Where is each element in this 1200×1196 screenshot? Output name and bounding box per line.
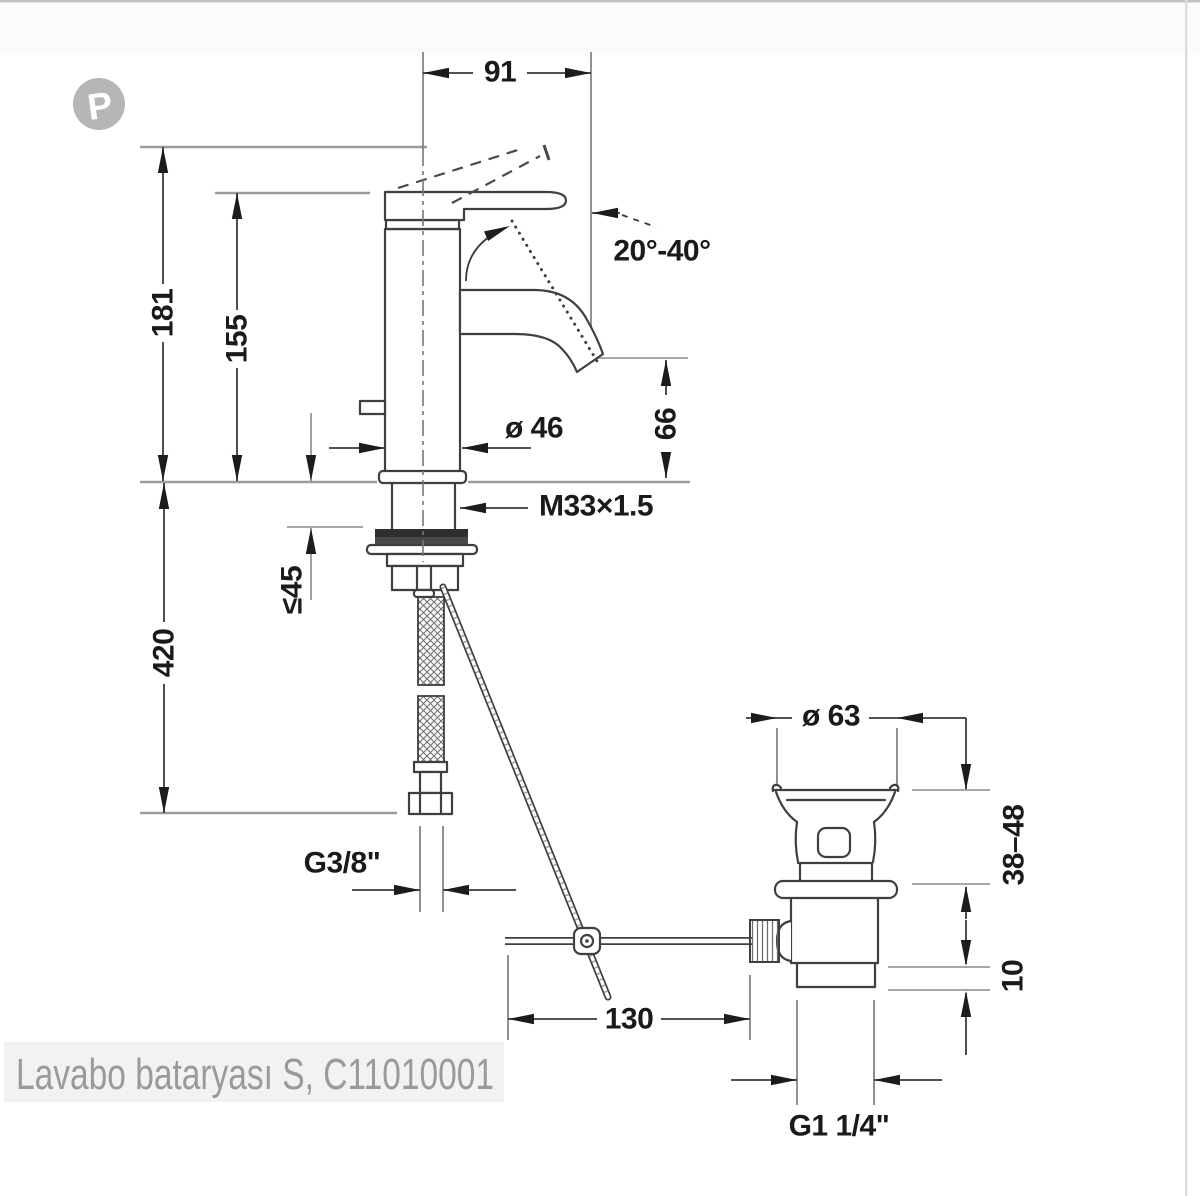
dim-supply-thread: G3/8" (304, 847, 516, 896)
dim-height-body: 155 (221, 193, 254, 481)
popup-waste (749, 783, 900, 989)
top-strip (0, 2, 1200, 55)
dim-height-body-label: 155 (221, 315, 254, 364)
shank-gasket (375, 537, 468, 545)
popup-linkage (439, 583, 752, 1001)
hose-neck (418, 770, 443, 795)
waste-slot (816, 826, 852, 859)
waste-rod-coupling (749, 919, 780, 963)
supply-hose (407, 596, 454, 816)
dim-waste-flange-label: ø 63 (802, 700, 860, 733)
dim-supply-thread-label: G3/8" (304, 847, 381, 880)
right-border (1185, 0, 1188, 1196)
body-tab (358, 399, 387, 416)
dim-outlet-height-label: 66 (650, 408, 683, 440)
dim-spout-reach: 91 (423, 56, 591, 89)
angle-arc (465, 227, 505, 282)
faucet-lever (383, 190, 568, 222)
caption: Lavabo bataryası S, C11010001 (4, 1042, 504, 1102)
dim-waste-flange: ø 63 (746, 700, 966, 733)
dim-overlap: 10 (960, 920, 1030, 1055)
dim-mounting-thread: M33×1.5 (460, 490, 654, 523)
dim-counter-thickness-label: ≤45 (276, 566, 309, 614)
caption-background (4, 1042, 504, 1102)
dim-outlet-height: 66 (650, 360, 683, 478)
dim-clamping-range-label: 38–48 (998, 805, 1031, 886)
reference-lines (140, 52, 990, 1105)
dim-hose-length-label: 420 (148, 629, 181, 678)
shank-washer (375, 529, 468, 537)
dim-rod-travel-label: 130 (605, 1003, 654, 1036)
hose-collar (412, 760, 449, 774)
faucet-spout (458, 288, 605, 374)
nut-stem (415, 564, 433, 592)
dim-rod-travel: 130 (508, 1003, 750, 1036)
top-border (0, 0, 1200, 3)
mounting-shank (390, 481, 457, 531)
dimensions: 91 181 155 20°-40° 66 (147, 56, 1031, 1143)
dim-waste-thread-label: G1 1/4" (789, 1110, 890, 1143)
dim-overlap-label: 10 (997, 960, 1030, 992)
caption-text: Lavabo bataryası S, C11010001 (16, 1050, 494, 1099)
pinterest-letter: P (85, 84, 115, 128)
mounting-plate (365, 543, 479, 556)
mounting-nut (390, 564, 460, 592)
waste-locknut (773, 879, 899, 900)
lever-raised-outline (397, 146, 541, 204)
dim-height-open-label: 181 (147, 289, 180, 338)
dim-counter-thickness: ≤45 (276, 413, 317, 614)
hose-hex-nut (407, 791, 454, 816)
spout-angle-line (510, 219, 599, 363)
dim-lever-angle-label: 20°-40° (613, 235, 710, 268)
dim-body-diameter: ø 46 (329, 412, 564, 454)
hose-nipple (412, 588, 436, 599)
pinterest-icon[interactable]: P (73, 78, 125, 130)
lever-tip-mark (542, 144, 551, 161)
dim-body-diameter-label: ø 46 (505, 412, 563, 445)
dim-mounting-thread-label: M33×1.5 (539, 490, 653, 523)
dim-spout-reach-label: 91 (484, 56, 516, 89)
dim-hose-length: 420 (148, 483, 181, 813)
dim-lever-angle: 20°-40° (592, 207, 711, 268)
faucet-body (358, 144, 605, 599)
dim-clamping-range: 38–48 (960, 718, 1031, 919)
dim-waste-thread: G1 1/4" (731, 1074, 942, 1143)
mounting-nut-top (385, 552, 465, 568)
dim-height-open: 181 (147, 147, 180, 481)
